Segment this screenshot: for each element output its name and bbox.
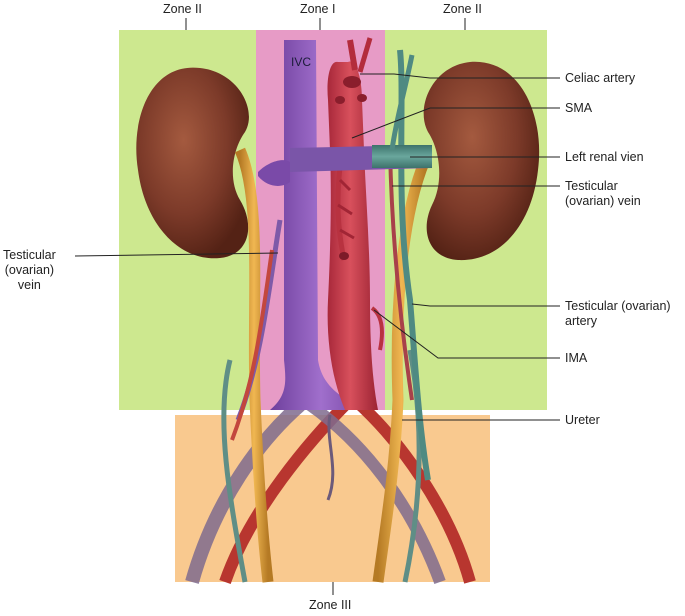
zone1-label: Zone I [300, 2, 336, 16]
zone3-label: Zone III [309, 598, 352, 612]
testicular-vein-right-label: Testicular (ovarian) vein [565, 179, 641, 208]
testicular-vein-left-label: Testicular (ovarian) vein [3, 248, 56, 292]
left-ureter [372, 157, 431, 583]
leader-lines [74, 73, 560, 421]
ivc [270, 40, 372, 410]
celiac-artery-label: Celiac artery [565, 71, 636, 85]
ima-label: IMA [565, 351, 588, 365]
left-kidney [423, 61, 540, 261]
testicular-artery-label: Testicular (ovarian) artery [565, 299, 671, 328]
zone2-left-label: Zone II [163, 2, 202, 16]
left-renal-vein-label: Left renal vien [565, 150, 644, 164]
zone2-right-label: Zone II [443, 2, 482, 16]
right-ureter [234, 147, 274, 583]
ivc-label: IVC [291, 55, 312, 69]
sma-label: SMA [565, 101, 593, 115]
right-kidney [136, 67, 249, 259]
ureter-label: Ureter [565, 413, 600, 427]
iliac-vessels [185, 349, 476, 585]
